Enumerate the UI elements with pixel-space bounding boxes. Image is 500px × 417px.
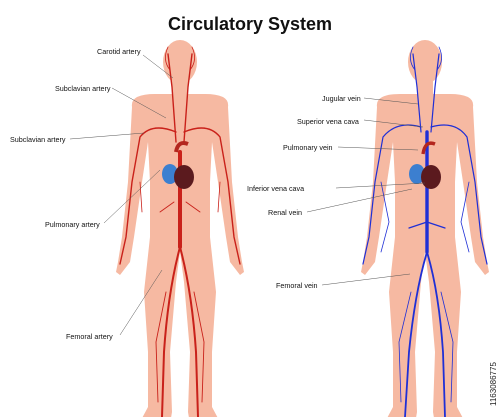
label-subclavian-artery-upper: Subclavian artery <box>55 84 111 93</box>
label-femoral-artery: Femoral artery <box>66 332 113 341</box>
label-inferior-vena-cava: Inferior vena cava <box>247 184 305 193</box>
label-subclavian-artery-lower: Subclavian artery <box>10 135 66 144</box>
label-superior-vena-cava: Superior vena cava <box>297 117 359 126</box>
label-jugular-vein: Jugular vein <box>322 94 361 103</box>
left-figure <box>116 40 244 417</box>
right-figure <box>361 40 489 417</box>
left-heart-icon <box>162 141 194 189</box>
label-carotid-artery: Carotid artery <box>97 47 141 56</box>
right-body-silhouette <box>361 40 489 417</box>
label-pulmonary-vein: Pulmonary vein <box>283 143 333 152</box>
leader-lines <box>69 54 426 336</box>
vein-network <box>362 46 488 417</box>
stock-id-text: 1163086775 <box>489 362 498 406</box>
artery-network <box>119 46 241 417</box>
right-heart-icon <box>409 141 441 189</box>
label-renal-vein: Renal vein <box>268 208 302 217</box>
diagram-title: Circulatory System <box>167 14 333 34</box>
label-femoral-vein: Femoral vein <box>276 281 318 290</box>
svg-text:1163086775: 1163086775 <box>489 362 498 406</box>
label-pulmonary-artery: Pulmonary artery <box>45 220 100 229</box>
